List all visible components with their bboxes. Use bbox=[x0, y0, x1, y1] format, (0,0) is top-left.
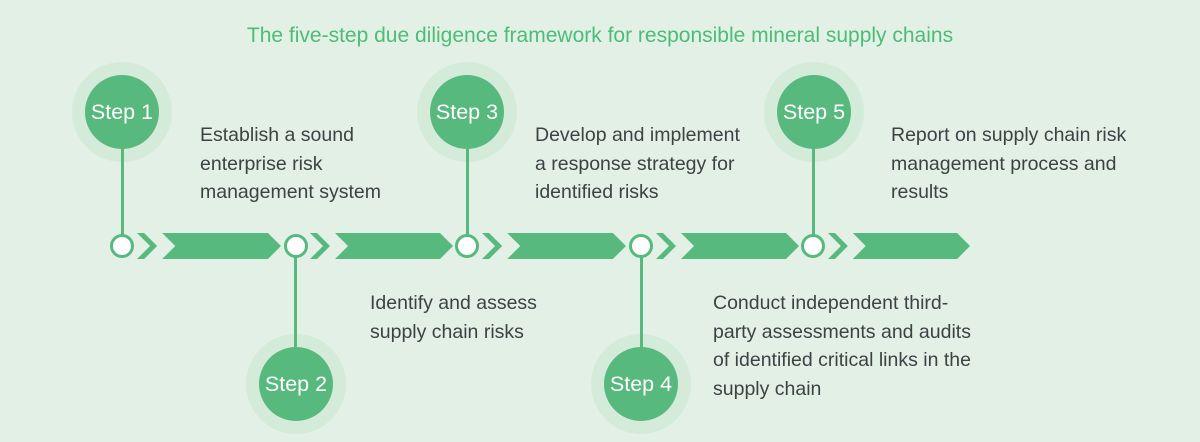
timeline-arrow-icon-3 bbox=[482, 233, 626, 259]
timeline-arrow-icon-4 bbox=[656, 233, 799, 259]
diagram-title: The five-step due diligence framework fo… bbox=[246, 24, 954, 47]
step-2-connector-line bbox=[294, 257, 297, 349]
timeline-arrow-icon-5 bbox=[828, 233, 970, 259]
step-3-circle: Step 3 bbox=[430, 75, 504, 149]
step-5-label: Step 5 bbox=[782, 99, 846, 124]
step-2-label: Step 2 bbox=[264, 371, 328, 396]
timeline-arrow-icon-1 bbox=[137, 233, 281, 259]
timeline-node-5 bbox=[801, 234, 825, 258]
step-3-connector-line bbox=[465, 147, 469, 236]
step-1-label: Step 1 bbox=[90, 99, 154, 124]
step-4-label: Step 4 bbox=[609, 371, 673, 396]
step-1-circle: Step 1 bbox=[85, 75, 159, 149]
step-2-circle: Step 2 bbox=[259, 347, 333, 421]
timeline-node-2 bbox=[284, 234, 308, 258]
step-4-circle: Step 4 bbox=[604, 347, 678, 421]
timeline-node-4 bbox=[629, 234, 653, 258]
step-4-connector-line bbox=[639, 257, 643, 349]
step-1-connector-line bbox=[120, 147, 124, 236]
step-4-description: Conduct independent third- party assessm… bbox=[713, 292, 971, 400]
step-5-description: Report on supply chain risk management p… bbox=[891, 124, 1127, 203]
timeline-node-1 bbox=[110, 234, 134, 258]
step-3-label: Step 3 bbox=[435, 99, 499, 124]
timeline-node-3 bbox=[455, 234, 479, 258]
step-5-connector-line bbox=[812, 147, 815, 236]
step-3-description: Develop and implement a response strateg… bbox=[535, 124, 740, 203]
step-5-circle: Step 5 bbox=[777, 75, 851, 149]
timeline-arrow-icon-2 bbox=[310, 233, 453, 259]
step-2-description: Identify and assess supply chain risks bbox=[370, 292, 537, 343]
step-1-description: Establish a sound enterprise risk manage… bbox=[200, 124, 381, 203]
